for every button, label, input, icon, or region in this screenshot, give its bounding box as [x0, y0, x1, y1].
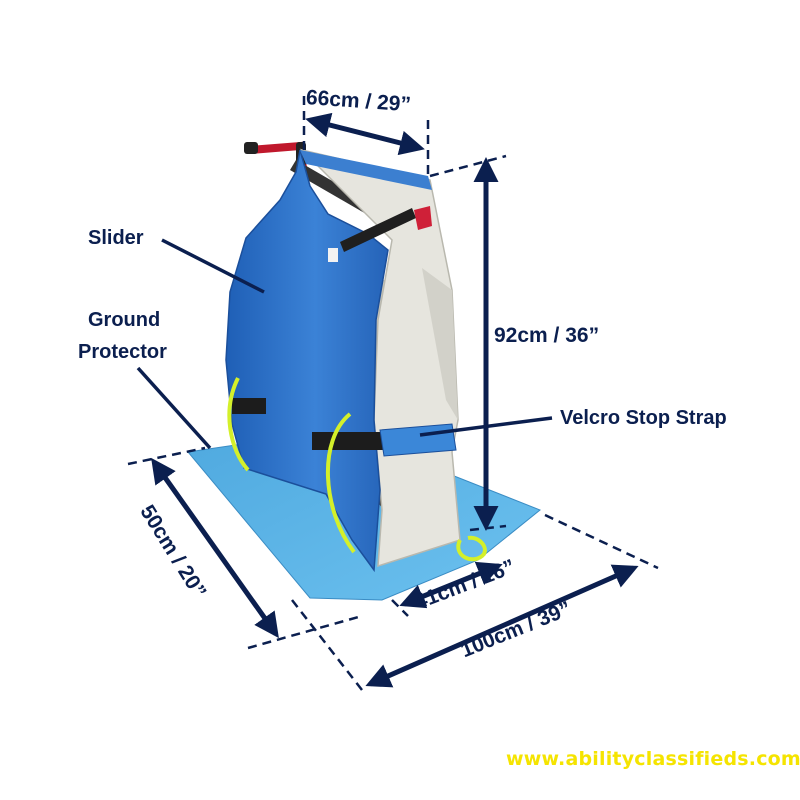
- side-straps: [227, 377, 487, 562]
- slider-pointer: [161, 238, 265, 294]
- label-pointers: [136, 238, 553, 450]
- dimension-height: 92cm / 36”: [494, 324, 600, 347]
- arrow-top-width: [305, 112, 425, 156]
- velcro-strap-pointer: [419, 416, 553, 437]
- dimension-arrows: [151, 112, 639, 688]
- label-ground-protector-line1: Ground: [88, 309, 161, 331]
- label-slider: Slider: [88, 227, 144, 249]
- ground-protector-pointer: [136, 366, 212, 450]
- label-ground-protector-line2: Protector: [78, 341, 167, 363]
- velcro-stop-strap: [379, 423, 457, 457]
- arrow-mat-length: [365, 564, 639, 688]
- arrow-depth: [151, 457, 279, 639]
- website-watermark: www.abilityclassifieds.com: [506, 748, 800, 770]
- label-velcro-stop-strap: Velcro Stop Strap: [560, 407, 727, 429]
